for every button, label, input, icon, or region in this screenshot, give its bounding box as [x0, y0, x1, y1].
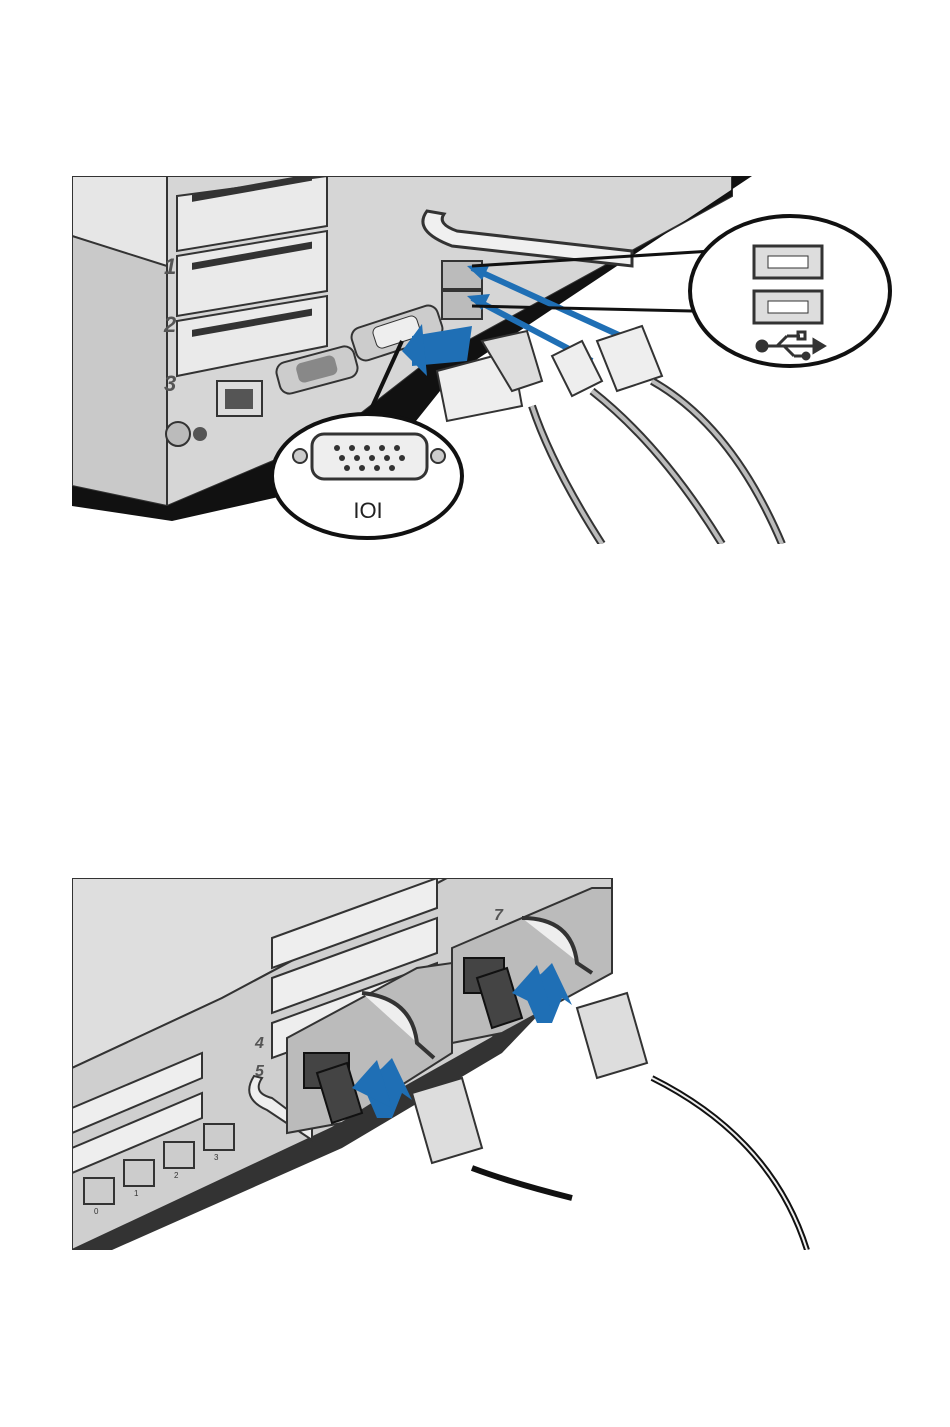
connect-power-illustration: 4 5 7 0 1 2 3 — [72, 878, 814, 1250]
power-svg: 4 5 7 0 1 2 3 — [72, 878, 814, 1250]
pci-slots — [177, 176, 327, 376]
power-button-icon — [166, 422, 190, 446]
network-port-0-icon — [84, 1178, 114, 1204]
slot-label-2: 2 — [163, 312, 177, 337]
vga-screw-right-icon — [431, 449, 445, 463]
port-label-2: 2 — [174, 1171, 179, 1180]
slot-label-1: 1 — [164, 254, 176, 279]
vga-callout: IOI — [272, 414, 462, 538]
connect-peripherals-illustration: 1 2 3 — [72, 176, 892, 544]
id-indicator-icon — [193, 427, 207, 441]
bay-label-7: 7 — [494, 907, 504, 924]
vga-screw-left-icon — [293, 449, 307, 463]
port-label-0: 0 — [94, 1207, 99, 1216]
chassis-side — [72, 236, 167, 506]
network-port-3-icon — [204, 1124, 234, 1150]
peripherals-svg: 1 2 3 — [72, 176, 892, 544]
vga-symbol: IOI — [353, 498, 382, 523]
network-port-1-icon — [124, 1160, 154, 1186]
usb-callout — [690, 216, 890, 366]
port-label-1: 1 — [134, 1189, 139, 1198]
network-port-2-icon — [164, 1142, 194, 1168]
port-label-3: 3 — [214, 1153, 219, 1162]
bay-label-4: 4 — [254, 1035, 264, 1052]
slot-label-3: 3 — [164, 371, 176, 396]
